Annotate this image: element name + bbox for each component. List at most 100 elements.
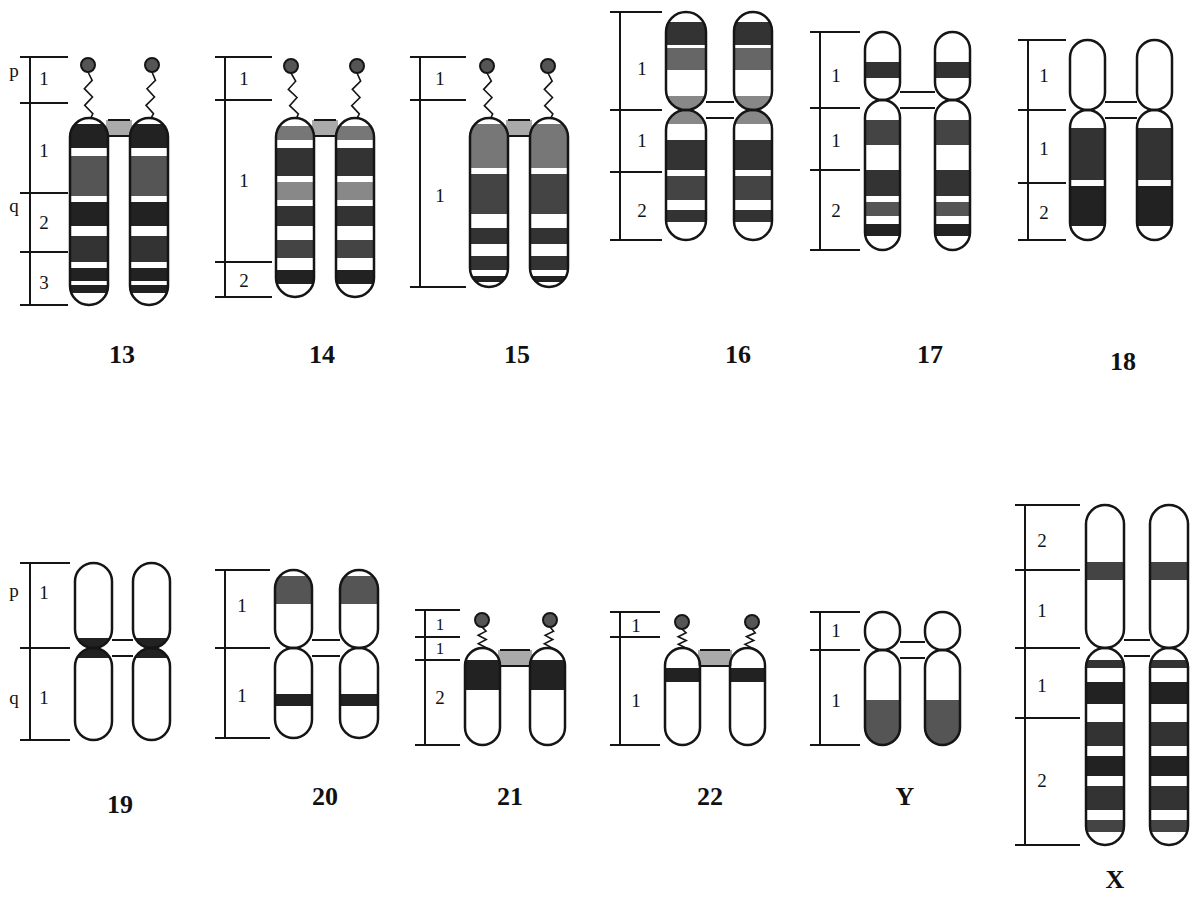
region-bracket [29,57,31,305]
region-number: 2 [39,213,49,232]
chromatid-outline [865,650,900,745]
chromatid-arm [336,118,374,297]
region-number: 2 [637,201,647,220]
centromere-bridge [1103,102,1139,118]
centromere-edge [314,119,336,121]
chromosome-band [1150,786,1188,810]
chromatid-arm [1086,505,1124,648]
chromosome-band [336,182,374,200]
centromere-edge [1124,639,1150,641]
chromatid-outline [530,118,568,287]
chromosome-band [1150,722,1188,746]
region-tick [215,647,270,649]
region-tick [1015,844,1080,846]
centromere-bridge [110,640,135,656]
chromosome-band [70,268,108,281]
chromosome-band [336,270,374,284]
chromatid-outline [925,612,960,650]
satellite [475,613,489,627]
region-number: 1 [39,69,49,88]
region-number: 1 [1039,66,1049,85]
region-tick [20,562,70,564]
chromatid-outline [935,32,970,100]
chromosome-band [730,668,765,682]
chromosome-band [276,126,314,140]
satellite [145,58,159,72]
chromatid-outline [865,32,900,100]
chromatid-outline [340,648,378,738]
region-number: q [9,196,19,215]
chromosome-band [336,148,374,176]
region-number: 2 [435,688,445,707]
region-tick [610,744,660,746]
chromatid-arm [935,100,970,250]
region-tick [1018,109,1066,111]
region-number: 2 [1037,531,1047,550]
region-bracket [619,12,621,240]
chromatid-arm [133,648,170,740]
chromatid-outline [275,648,312,738]
chromatid-outline [734,110,772,240]
region-tick [415,609,460,611]
region-bracket [419,57,421,287]
chromatid-outline [133,563,170,648]
chromatid-outline [1150,648,1188,845]
chromosome-band [530,256,568,270]
satellite [675,615,689,629]
centromere-edge [500,665,530,667]
centromere-edge [1105,117,1137,119]
region-bracket [424,610,426,745]
chromatid-arm [1070,40,1105,110]
chromosome-band [1086,786,1124,810]
chromosome-band [1086,820,1124,832]
region-tick [415,744,460,746]
region-tick [20,251,68,253]
region-number: 2 [1039,203,1049,222]
region-tick [1015,647,1080,649]
chromatid-arm [70,118,108,305]
region-tick [1018,182,1066,184]
centromere-bridge [498,650,532,666]
chromosome-band [275,576,312,604]
chromosome-band [1150,660,1188,668]
centromere-bridge [698,650,732,666]
chromosome-band [734,48,772,70]
region-number: 2 [1037,771,1047,790]
centromere-edge [312,655,340,657]
chromosome-band [70,236,108,262]
chromosome-number: 14 [309,342,335,368]
region-tick [810,611,860,613]
chromatid-outline [465,648,500,745]
chromatid-arm [275,570,312,648]
region-tick [20,304,68,306]
region-bracket [1024,505,1026,845]
chromosome-band [70,156,108,196]
centromere-bridge [898,92,937,108]
chromatid-arm [865,612,900,650]
satellite [350,59,364,73]
region-number: 1 [831,691,841,710]
region-number: 1 [436,616,445,633]
region-number: 1 [831,66,841,85]
chromosome-band [530,660,565,690]
chromatid-arm [75,648,112,740]
chromosome-band [336,206,374,226]
region-number: 1 [1037,601,1047,620]
centromere-edge [108,119,130,121]
chromosome-band [1137,186,1172,226]
centromere-edge [312,639,340,641]
chromosome-band [470,228,508,244]
chromatid-arm [1150,648,1188,845]
chromosome-band [935,170,970,196]
satellite [541,59,555,73]
chromatid-arm [276,118,314,297]
region-tick [610,171,662,173]
chromatid-arm [130,118,168,305]
chromosome-number: 18 [1110,349,1136,375]
centromere-edge [706,117,734,119]
chromosome-number: 20 [312,784,338,810]
chromosome-band [666,140,706,170]
region-bracket [1027,40,1029,240]
chromosome-band [666,210,706,222]
